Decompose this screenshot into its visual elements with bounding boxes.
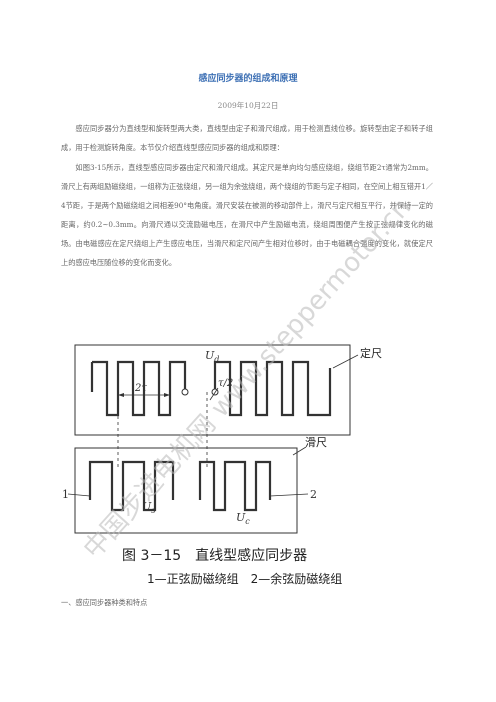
slider-frame <box>74 447 298 534</box>
stator-label: 定尺 <box>360 346 382 360</box>
paragraph-principle: 如图3-15所示，直线型感应同步器由定尺和滑尺组成。其定尺是单向均匀感应绕组，绕… <box>61 163 433 267</box>
figure-caption: 图 3－15 直线型感应同步器 <box>122 547 307 564</box>
section-heading: 一、感应同步器种类和特点 <box>61 598 148 607</box>
cosine-winding <box>198 460 272 512</box>
ud-label: Ud <box>205 349 219 364</box>
label-2: 2 <box>310 488 317 501</box>
half-pitch-label: τ/2 <box>218 378 233 389</box>
leader-1 <box>67 493 91 497</box>
stator-frame <box>74 344 351 436</box>
article-title: 感应同步器的组成和原理 <box>198 74 298 84</box>
pitch-arrow-right <box>164 393 170 397</box>
stator-leader <box>332 354 359 369</box>
terminal-left <box>181 388 189 396</box>
us-label: Us <box>142 500 155 515</box>
stator-winding <box>90 360 332 417</box>
paragraph-intro: 感应同步器分为直线型和旋转型两大类，直线型由定子和滑尺组成，用于检测直线位移。旋… <box>61 124 433 152</box>
sine-winding <box>88 460 175 512</box>
pitch-arrow-left <box>118 393 124 397</box>
slider-leader <box>292 446 307 456</box>
half-pitch-pointer <box>209 387 219 401</box>
pitch-label: 2τ <box>134 383 147 394</box>
label-1: 1 <box>62 488 69 501</box>
watermark: 中国步进电机网 www.steppermotor.cn <box>78 193 417 565</box>
article-date: 2009年10月22日 <box>217 101 279 110</box>
uc-label: Uc <box>236 511 250 526</box>
leader-2 <box>269 493 309 497</box>
figure-legend: 1—正弦励磁绕组 2—余弦励磁绕组 <box>147 571 342 586</box>
slider-label: 滑尺 <box>305 436 327 449</box>
